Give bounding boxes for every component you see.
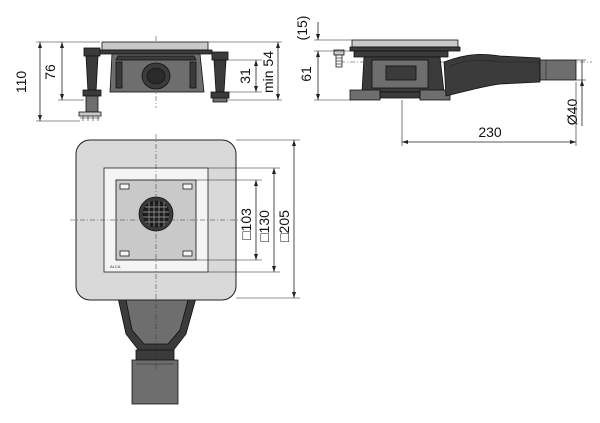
label-frame-size: □130 — [256, 210, 272, 242]
side-outlet-pipe — [443, 53, 577, 97]
front-left-foot — [78, 47, 102, 121]
label-outlet-diameter: Ø40 — [564, 99, 580, 126]
side-screw — [333, 49, 345, 68]
label-side-height: 61 — [298, 66, 314, 82]
label-grate-size: □103 — [238, 208, 254, 240]
front-trap-body — [109, 53, 205, 93]
dim-adjust-height: 31 — [228, 59, 262, 93]
label-outlet-length: 230 — [478, 124, 502, 140]
dim-side-height: 61 — [298, 51, 350, 101]
side-view: (15) 61 Ø40 230 — [294, 16, 592, 146]
dim-tile-allowance: (15) — [294, 16, 352, 58]
side-tile-plate — [351, 39, 459, 48]
side-trap-body — [349, 50, 451, 101]
dim-grate-size: □103 — [196, 179, 262, 261]
front-right-foot — [210, 51, 230, 103]
label-body-height: 76 — [42, 64, 58, 80]
dim-total-height: 110 — [13, 41, 100, 122]
top-outlet-pipe — [117, 297, 197, 405]
dim-min-height: min 54 — [208, 41, 282, 101]
label-total-height: 110 — [13, 71, 29, 94]
front-frame-edge — [97, 49, 213, 55]
dim-outlet-length: 230 — [401, 82, 577, 146]
front-view: 110 76 31 min 54 — [13, 36, 282, 122]
dim-body-height: 76 — [42, 42, 84, 101]
front-tile-plate — [101, 41, 209, 51]
dim-frame-size: □130 — [208, 167, 280, 273]
label-flange-size: □205 — [276, 210, 292, 242]
dim-flange-size: □205 — [236, 139, 300, 299]
top-view: ALCA □103 □130 □20 — [70, 134, 300, 405]
brand-mark: ALCA — [110, 264, 121, 269]
label-adjust-height: 31 — [237, 68, 253, 84]
label-min-height: min 54 — [260, 51, 276, 93]
label-tile-allowance: (15) — [294, 16, 310, 41]
